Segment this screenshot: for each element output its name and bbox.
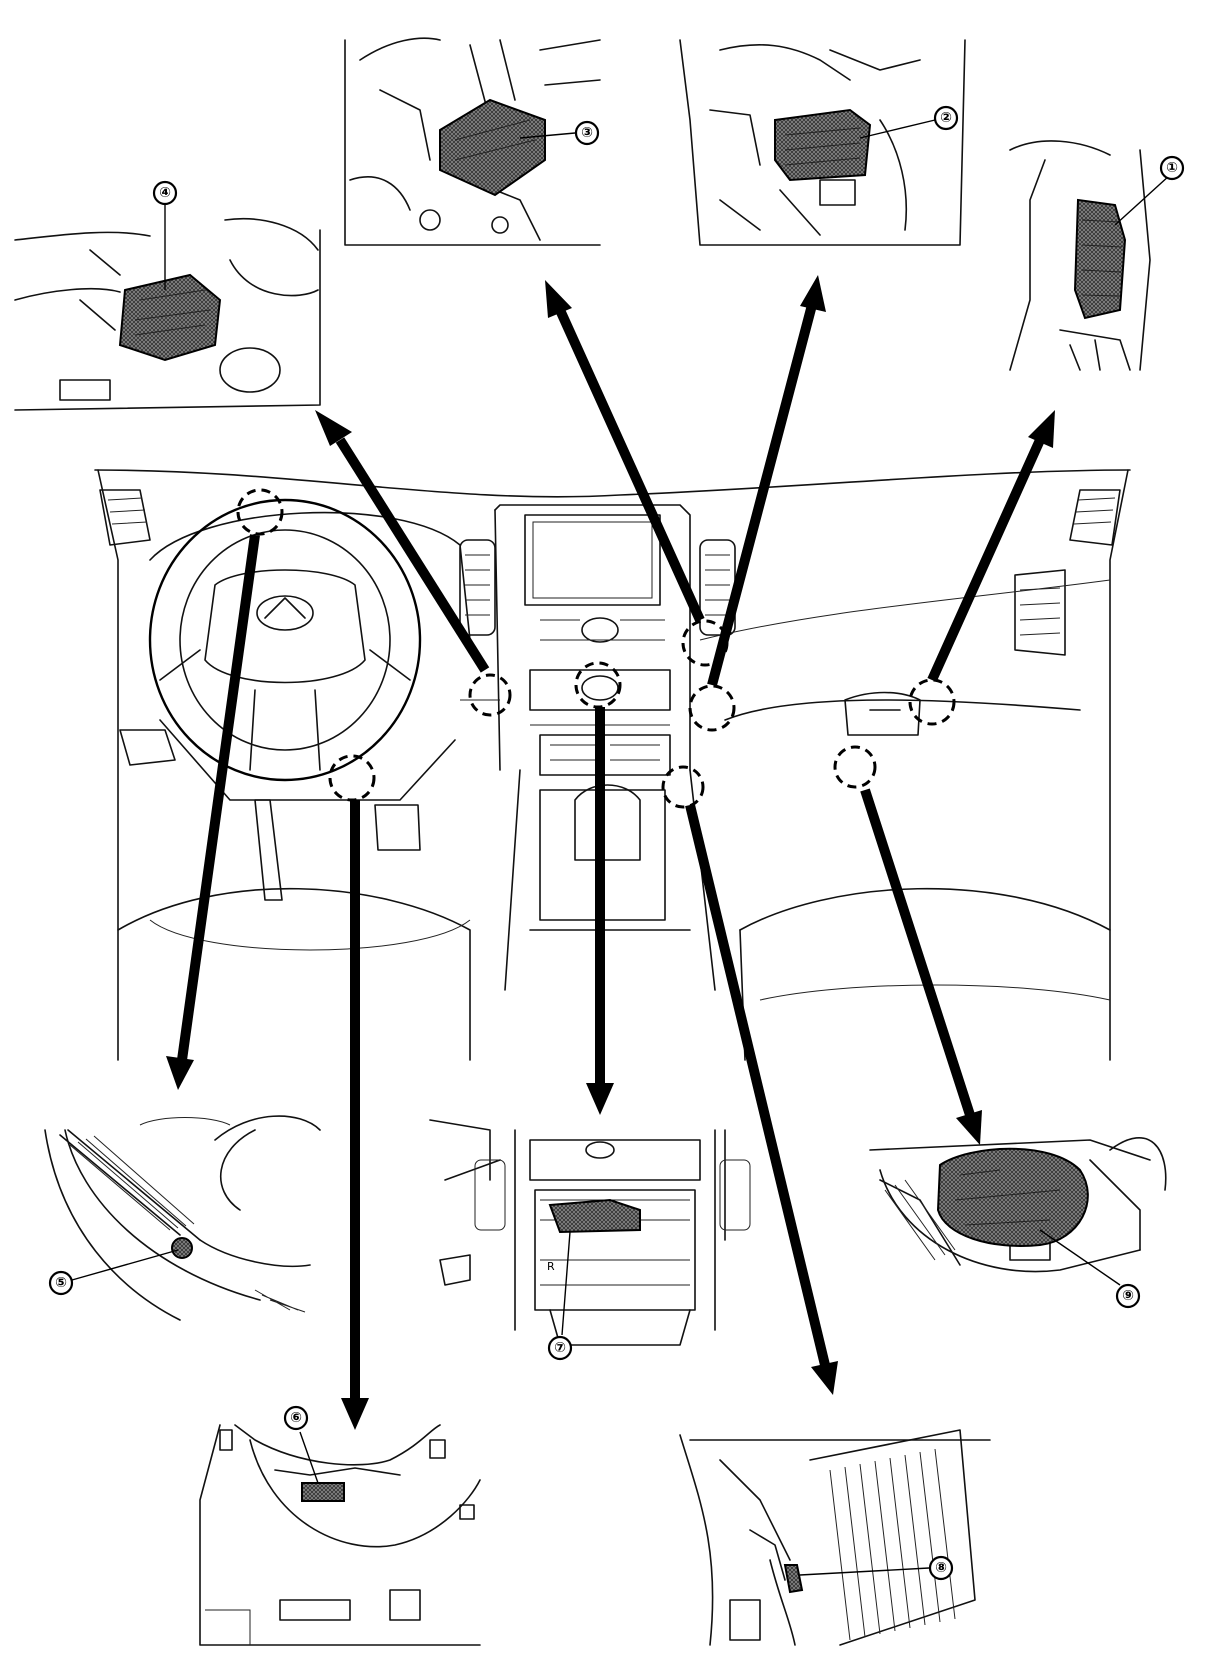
detail-panel-5 [44,1115,321,1321]
detail-panel-3 [344,37,601,246]
arrow-to-panel-8 [685,803,838,1395]
callout-7-label: ⑦ [554,1340,566,1356]
callout-5-label: ⑤ [55,1275,67,1291]
callout-3-label: ③ [581,125,593,141]
arrow-to-panel-2 [707,275,826,687]
detail-panel-2 [679,39,966,246]
detail-panel-8 [679,1429,991,1646]
detail-panel-1 [1009,140,1151,371]
arrow-to-panel-5 [166,534,260,1090]
arrow-to-panel-1 [927,410,1055,683]
marker-dash-right-lower [688,684,736,732]
callout-9-label: ⑨ [1122,1288,1134,1304]
arrow-to-panel-9 [860,788,982,1145]
arrow-to-panel-3 [545,280,705,623]
detail-panel-6 [199,1424,481,1646]
callout-1-label: ① [1166,160,1178,176]
detail-panel-7: R [429,1119,751,1346]
callout-3: ③ [519,120,600,146]
callout-2: ② [859,105,959,139]
callout-6-label: ⑥ [290,1410,302,1426]
callout-4-label: ④ [159,185,171,201]
marker-dash-left [468,673,512,717]
callouts: ① ② ③ ④ ⑤ ⑥ ⑦ [48,105,1185,1581]
callout-9: ⑨ [1039,1229,1141,1309]
callout-5: ⑤ [48,1249,179,1296]
arrow-to-panel-7 [586,707,614,1115]
callout-1: ① [1114,155,1185,226]
callout-4: ④ [152,180,178,290]
arrow-to-panel-4 [315,410,490,673]
location-arrows [166,275,1055,1430]
console-marking: R [547,1260,555,1273]
dashboard-overview [94,469,1131,1061]
marker-passenger-dash [908,678,956,726]
callout-6: ⑥ [283,1405,319,1484]
marker-glovebox [833,745,877,789]
callout-7: ⑦ [547,1231,573,1361]
marker-console-right [661,765,705,809]
callout-8: ⑧ [799,1555,954,1581]
marker-steering-top [236,488,284,536]
callout-2-label: ② [940,110,952,126]
callout-8-label: ⑧ [935,1560,947,1576]
detail-panel-4 [14,217,321,411]
detail-panel-9 [869,1137,1167,1273]
arrow-to-panel-6 [341,800,369,1430]
